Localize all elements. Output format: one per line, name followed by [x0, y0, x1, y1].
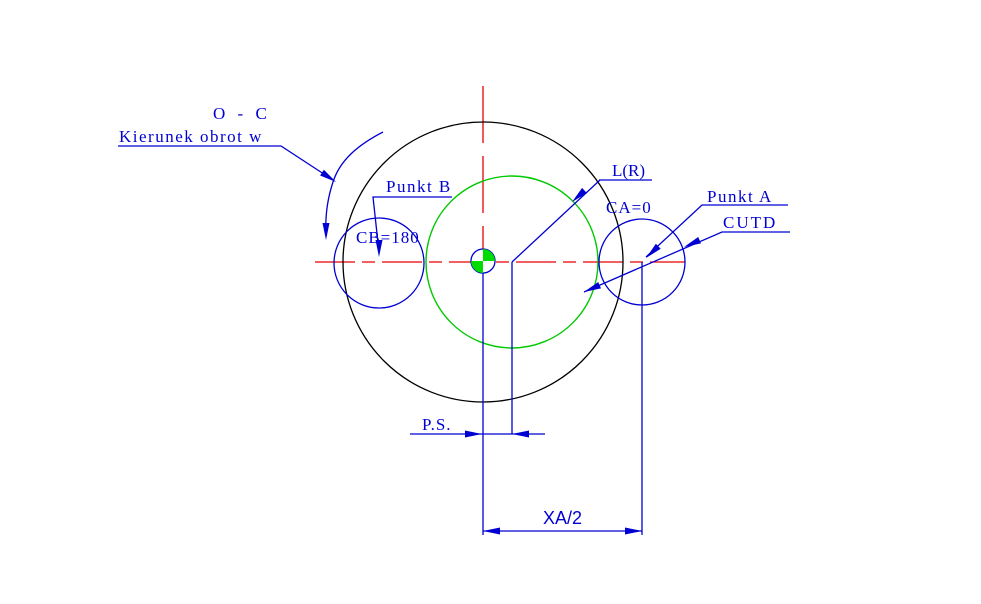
label-punkt-a: Punkt A [707, 187, 773, 206]
label-ps: P.S. [422, 415, 452, 434]
label-kierunek-obrot: Kierunek obrot w [119, 127, 263, 146]
construction-lines [482, 179, 643, 535]
label-ca-0: CA=0 [606, 198, 652, 217]
kierunek-leader-line [118, 145, 334, 181]
rotation-arc-group [322, 131, 384, 240]
center-symbol [470, 248, 496, 274]
center-symbol-quadrant-sw [471, 261, 483, 273]
tool-circle-punkt-b [333, 217, 425, 309]
label-cb-180: CB=180 [356, 228, 420, 247]
label-o-c: O - C [213, 104, 271, 123]
lr-arrowhead [572, 187, 587, 202]
labels: O - C Kierunek obrot w Punkt B CB=180 L(… [119, 104, 777, 528]
xa2-arrow-left [483, 527, 500, 535]
label-punkt-b: Punkt B [386, 177, 452, 196]
dimensions [410, 430, 642, 535]
center-symbol-quadrant-ne [483, 249, 495, 261]
rotation-direction-arc [325, 131, 384, 237]
leaders [118, 145, 790, 293]
ps-arrow-right [512, 430, 529, 438]
cutd-arrowhead-outer [684, 237, 701, 247]
label-cutd: CUTD [723, 213, 777, 232]
kierunek-leader-arrowhead [320, 169, 336, 182]
centerlines [315, 86, 685, 263]
label-xa-half: XA/2 [543, 508, 582, 528]
punkt-a-leader-arrowhead [646, 243, 661, 258]
punkt-a-leader-line [645, 204, 788, 258]
label-l-r: L(R) [612, 161, 645, 180]
cutd-leader-line [583, 231, 790, 293]
punkt-b-leader-arrowhead [375, 240, 383, 257]
rotation-arc-arrowhead [322, 223, 330, 240]
ps-arrow-left [465, 430, 482, 438]
radius-line-lr [511, 179, 601, 263]
punkt-b-leader-line [372, 196, 452, 253]
cutd-arrowhead-inner [584, 282, 601, 292]
xa2-arrow-right [625, 527, 642, 535]
